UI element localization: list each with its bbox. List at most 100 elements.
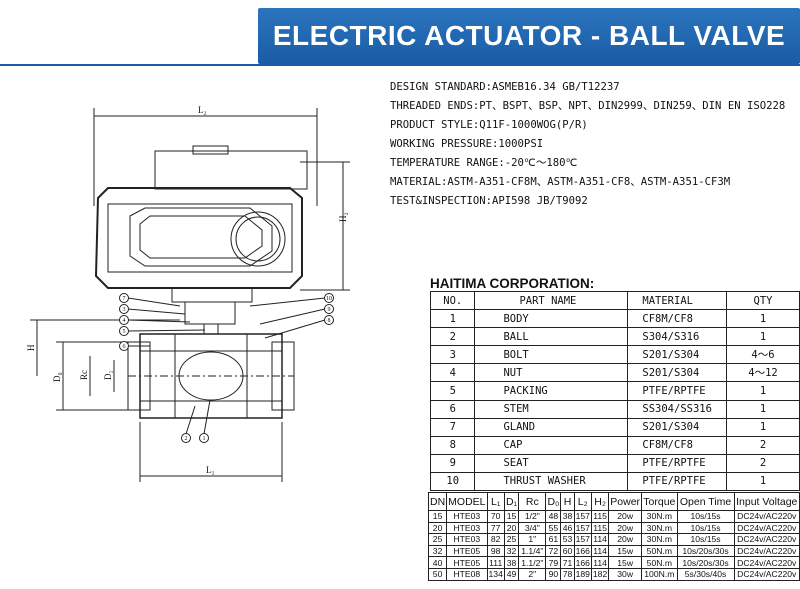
parts-header-cell: MATERIAL — [627, 290, 727, 311]
parts-cell: BODY — [474, 309, 629, 329]
model-cell: 25 — [503, 533, 520, 546]
parts-cell: 2 — [429, 327, 476, 347]
model-header-cell: H₂ — [590, 492, 610, 511]
model-cell: 15w — [608, 544, 643, 558]
callout-9: 9 — [328, 307, 331, 313]
spec-product-style: PRODUCT STYLE:Q11F-1000WOG(P/R) — [390, 119, 588, 131]
model-cell: 114 — [590, 533, 610, 546]
model-header-cell: Rc — [518, 492, 547, 511]
model-cell: DC24v/AC220v — [733, 521, 800, 535]
callout-7: 7 — [123, 296, 126, 302]
parts-cell: 1 — [725, 417, 800, 437]
parts-cell: GLAND — [474, 417, 629, 437]
label-d1: D₁ — [103, 370, 113, 380]
model-cell: 1" — [518, 533, 547, 546]
model-cell: 10s/15s — [676, 510, 735, 523]
model-cell: 10s/20s/30s — [676, 544, 735, 558]
model-cell: HTE05 — [446, 544, 488, 558]
parts-header-cell: PART NAME — [474, 290, 629, 311]
parts-header-cell: NO. — [429, 290, 476, 311]
model-header-cell: L₂ — [573, 492, 592, 511]
parts-cell: 6 — [429, 399, 476, 419]
model-cell: 48 — [545, 510, 562, 523]
model-header-cell: H — [560, 492, 575, 511]
model-cell: 5s/30s/40s — [676, 567, 735, 581]
model-cell: 71 — [560, 556, 575, 569]
label-h: H — [26, 344, 36, 351]
model-cell: 38 — [560, 510, 575, 523]
parts-cell: S304/S316 — [627, 327, 727, 347]
model-cell: HTE03 — [446, 521, 488, 535]
parts-cell: 1 — [725, 471, 800, 492]
parts-cell: S201/S304 — [627, 363, 727, 383]
model-cell: 60 — [560, 544, 575, 558]
parts-header-cell: QTY — [725, 290, 800, 311]
spec-threaded-ends: THREADED ENDS:PT、BSPT、BSP、NPT、DIN2999、DI… — [390, 100, 786, 112]
model-cell: 20 — [427, 521, 448, 535]
actuator-top — [154, 150, 308, 190]
parts-cell: PACKING — [474, 381, 629, 401]
callout-3: 3 — [123, 307, 126, 313]
title-band — [258, 8, 800, 64]
parts-cell: 2 — [725, 453, 800, 473]
model-cell: 166 — [573, 544, 592, 558]
model-cell: 15w — [608, 556, 643, 569]
model-cell: DC24v/AC220v — [733, 544, 800, 558]
label-rc: Rc — [79, 370, 89, 380]
model-cell: 32 — [427, 544, 448, 558]
parts-cell: 4 — [429, 363, 476, 383]
model-cell: DC24v/AC220v — [733, 567, 800, 581]
actuator-body — [94, 187, 303, 289]
label-d0: D₀ — [52, 372, 62, 382]
model-cell: 72 — [545, 544, 562, 558]
spec-test-inspection: TEST&INSPECTION:API598 JB/T9092 — [390, 195, 588, 207]
model-cell: 77 — [486, 521, 505, 535]
parts-cell: 1 — [725, 399, 800, 419]
parts-cell: CF8M/CF8 — [627, 309, 727, 329]
parts-cell: 9 — [429, 453, 476, 473]
model-header-cell: D₀ — [545, 492, 562, 511]
model-header-cell: DN — [427, 492, 448, 511]
model-cell: 157 — [573, 521, 592, 535]
parts-cell: 1 — [725, 381, 800, 401]
model-cell: 46 — [560, 521, 575, 535]
parts-cell: 1 — [429, 309, 476, 329]
model-cell: 20w — [608, 521, 643, 535]
parts-cell: 1 — [725, 309, 800, 329]
model-cell: 1.1/4" — [518, 544, 547, 558]
parts-cell: 2 — [725, 435, 800, 455]
parts-cell: 10 — [429, 471, 476, 492]
spec-working-pressure: WORKING PRESSURE:1000PSI — [390, 138, 544, 150]
callout-6: 6 — [123, 344, 126, 350]
model-cell: 70 — [486, 510, 505, 523]
model-cell: 166 — [573, 556, 592, 569]
parts-cell: STEM — [474, 399, 629, 419]
model-cell: 78 — [560, 567, 575, 581]
callout-10: 10 — [326, 296, 332, 302]
callout-1: 1 — [203, 436, 206, 442]
label-l2: L₂ — [198, 105, 207, 115]
label-l1: L₁ — [206, 465, 215, 475]
model-cell: 10s/15s — [676, 521, 735, 535]
model-header-cell: D₁ — [503, 492, 520, 511]
spec-design-standard: DESIGN STANDARD:ASMEB16.34 GB/T12237 — [390, 81, 620, 93]
model-cell: 50 — [427, 567, 448, 581]
model-header-cell: Torque — [641, 492, 678, 511]
model-cell: 189 — [573, 567, 592, 581]
model-cell: 10s/15s — [676, 533, 735, 546]
parts-cell: NUT — [474, 363, 629, 383]
model-cell: DC24v/AC220v — [733, 533, 800, 546]
model-cell: 30N.m — [641, 533, 678, 546]
model-cell: 157 — [573, 533, 592, 546]
parts-cell: SEAT — [474, 453, 629, 473]
parts-cell: CF8M/CF8 — [627, 435, 727, 455]
